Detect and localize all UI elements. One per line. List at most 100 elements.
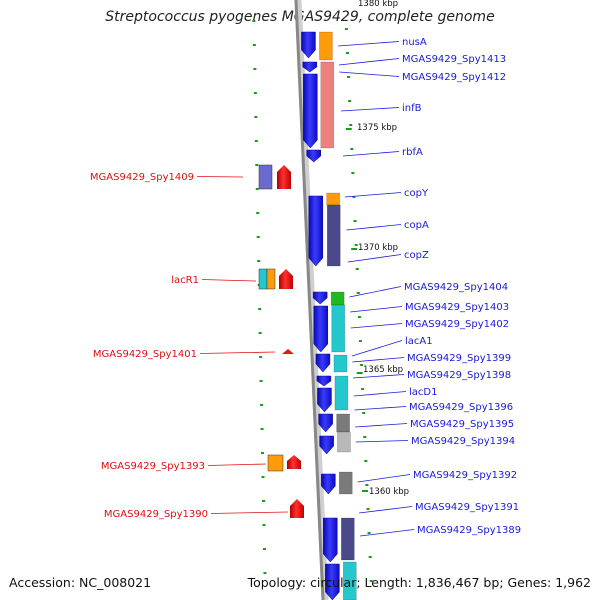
genes-value: 1,962 <box>555 575 591 590</box>
feature-box <box>258 268 268 290</box>
tick-mark <box>348 100 352 102</box>
cds-box <box>331 304 346 353</box>
tick-mark <box>258 308 262 310</box>
tick-mark <box>365 484 369 486</box>
cds-box <box>334 375 349 411</box>
leader-line <box>346 224 402 231</box>
leader-line <box>340 107 400 112</box>
tick-mark <box>349 124 353 126</box>
leader-line <box>339 71 400 77</box>
right-gene-label: MGAS9429_Spy1402 <box>405 319 509 330</box>
cds-box <box>336 413 350 433</box>
reverse-gene-arrow-icon <box>277 165 291 189</box>
accession-info: Accession: NC_008021 <box>9 575 151 590</box>
gene-arrow-icon <box>317 387 332 413</box>
tick-mark <box>260 404 264 406</box>
reverse-gene-arrow-icon <box>279 269 293 289</box>
gene-arrow-icon <box>308 195 324 267</box>
scale-label: 1360 kbp <box>369 487 409 497</box>
tick-mark <box>252 20 256 22</box>
gene-arrow-icon <box>301 31 316 59</box>
tick-mark <box>363 436 367 438</box>
leader-line <box>354 406 407 411</box>
gene-arrow-icon <box>318 413 333 433</box>
leader-line <box>347 254 402 263</box>
tick-mark <box>369 580 373 582</box>
feature-box <box>258 164 273 190</box>
tick-mark <box>361 388 365 390</box>
tick-mark <box>367 532 371 534</box>
tick-mark <box>252 44 256 46</box>
tick-mark <box>255 188 259 190</box>
tick-mark <box>259 380 263 382</box>
tick-mark <box>347 76 351 78</box>
right-gene-label: nusA <box>402 37 427 48</box>
right-gene-label: copZ <box>404 250 429 261</box>
tick-mark <box>352 196 356 198</box>
tick-mark <box>355 268 359 270</box>
leader-line <box>352 357 405 363</box>
tick-mark <box>353 220 357 222</box>
topology-label: Topology: <box>247 575 307 590</box>
gene-arrow-icon <box>321 473 336 495</box>
right-gene-label: copA <box>404 220 429 231</box>
leader-line <box>201 279 257 282</box>
right-gene-label: lacA1 <box>405 336 433 347</box>
tick-mark <box>263 572 267 574</box>
major-tick-mark <box>345 128 352 130</box>
leader-line <box>196 176 244 178</box>
length-value: 1,836,467 bp <box>415 575 500 590</box>
tick-mark <box>253 92 257 94</box>
tick-mark <box>260 428 264 430</box>
tick-mark <box>261 452 265 454</box>
gene-arrow-icon <box>319 435 334 455</box>
right-gene-label: MGAS9429_Spy1396 <box>409 402 513 413</box>
feature-box <box>267 454 284 472</box>
scale-label: 1375 kbp <box>357 123 397 133</box>
tick-mark <box>259 356 263 358</box>
leader-line <box>357 474 411 483</box>
tick-mark <box>258 332 262 334</box>
leader-line <box>207 463 267 466</box>
genome-backbone <box>294 0 329 600</box>
left-gene-label: MGAS9429_Spy1409 <box>90 172 194 183</box>
tick-mark <box>254 116 258 118</box>
cds-box <box>330 291 345 306</box>
left-gene-labels: MGAS9429_Spy1409lacR1MGAS9429_Spy1401MGA… <box>90 172 208 520</box>
leader-line <box>349 286 402 298</box>
leader-line <box>355 423 408 428</box>
cds-box <box>319 31 333 61</box>
gene-arrow-icon <box>302 61 318 73</box>
tick-mark <box>254 140 258 142</box>
backbone-line <box>294 0 325 600</box>
leader-line <box>360 529 415 537</box>
tick-mark <box>261 476 265 478</box>
leader-line <box>338 41 400 47</box>
gene-arrow-icon <box>325 563 340 600</box>
leader-line <box>353 391 407 397</box>
tick-mark <box>344 28 348 30</box>
reverse-gene-arrow-icon <box>282 349 294 354</box>
right-gene-label: MGAS9429_Spy1398 <box>407 370 511 381</box>
tick-mark <box>364 460 368 462</box>
tick-mark <box>356 292 360 294</box>
tick-mark <box>256 212 260 214</box>
right-gene-label: MGAS9429_Spy1404 <box>404 282 508 293</box>
cds-box <box>341 517 355 561</box>
scale-label: 1380 kbp <box>358 0 398 9</box>
tick-mark <box>351 172 355 174</box>
accession-label: Accession: <box>9 575 76 590</box>
left-gene-label: lacR1 <box>171 275 199 286</box>
leader-line <box>352 374 405 379</box>
right-gene-label: lacD1 <box>409 387 437 398</box>
major-tick-mark <box>356 372 363 374</box>
cds-box <box>320 61 335 149</box>
cds-box <box>326 192 340 206</box>
tick-mark <box>357 316 361 318</box>
leader-line <box>344 192 402 198</box>
right-gene-labels: nusAMGAS9429_Spy1413MGAS9429_Spy1412infB… <box>402 37 521 536</box>
gene-arrow-icon <box>303 73 318 149</box>
major-tick-mark <box>362 490 369 492</box>
